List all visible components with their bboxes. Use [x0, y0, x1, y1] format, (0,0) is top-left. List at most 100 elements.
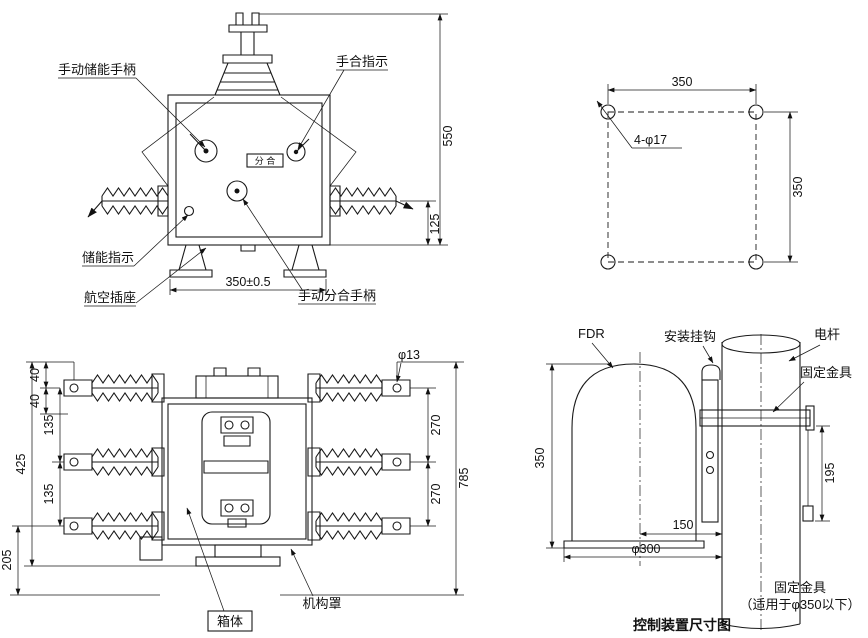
dim-425-label: 425 — [14, 454, 28, 475]
outline-view: 40 40 135 135 425 205 270 270 — [0, 348, 471, 632]
dim-195-label: 195 — [823, 463, 837, 484]
mounting-hole — [600, 104, 616, 120]
terminal-hole — [69, 383, 79, 393]
callout-fixing-clamp: 固定金具 — [772, 365, 852, 413]
dim-phi300-label: φ300 — [632, 542, 661, 556]
terminal-hole — [392, 383, 402, 393]
callout-hanging-hook: 安装挂钩 — [664, 329, 716, 364]
dim-pole-diameter: φ300 — [563, 542, 723, 562]
tank-outer — [167, 94, 331, 246]
dim-pattern-height-label: 350 — [791, 177, 805, 198]
dim-pattern-width-label: 350 — [672, 75, 693, 89]
dim-40a: 40 — [28, 361, 49, 389]
tank-outer — [161, 397, 313, 546]
callout-hanging-hook-text: 安装挂钩 — [664, 329, 716, 344]
top-terminal — [222, 12, 273, 64]
base-plate — [195, 556, 281, 567]
fdr-base — [563, 540, 705, 549]
terminal-hole — [392, 521, 402, 531]
mounting-hole — [748, 254, 764, 270]
note-hole-size-text: 4-φ17 — [634, 133, 667, 147]
dim-135a: 135 — [42, 387, 63, 463]
callout-device: FDR — [578, 326, 614, 369]
tank-inner — [175, 102, 323, 238]
dim-785: 785 — [453, 361, 471, 596]
dim-270a-label: 270 — [429, 415, 443, 436]
callout-aviation-socket: 航空插座 — [84, 247, 207, 307]
dim-overall-height: 550 — [259, 13, 455, 246]
callout-fixing-clamp-text: 固定金具 — [800, 365, 852, 380]
front-view: 分 合 550 125 350±0.5 手动储能手柄 手合指示 — [58, 12, 455, 307]
installation-view: 350 195 150 φ300 FDR 安装挂钩 电杆 — [533, 326, 861, 633]
extension-lines-right — [280, 361, 464, 596]
terminal-lead-right — [395, 200, 414, 210]
charge-indicator-lamp — [183, 205, 195, 217]
dim-270b-label: 270 — [429, 484, 443, 505]
top-box-ribs — [205, 376, 269, 398]
dim-135a-label: 135 — [42, 415, 56, 436]
dim-205-label: 205 — [0, 550, 14, 571]
dim-785-label: 785 — [457, 468, 471, 489]
close-indicator-handle — [286, 138, 310, 162]
bushing-right-bottom — [315, 512, 383, 540]
tank-inner — [167, 403, 307, 540]
position-indicator-panel: 分 合 — [246, 153, 284, 168]
dim-pattern-height: 350 — [764, 111, 805, 263]
dim-270a: 270 — [425, 387, 443, 463]
callout-close-indicator-text: 手合指示 — [336, 54, 388, 69]
dim-350-span-label: 350±0.5 — [225, 275, 270, 289]
callout-manual-open-close-handle: 手动分合手柄 — [242, 198, 376, 305]
top-insulator-cone — [214, 62, 281, 96]
door-bolt — [240, 420, 250, 430]
dim-125-label: 125 — [428, 214, 442, 235]
hole-centerlines — [607, 111, 757, 263]
fixing-clamp-band — [699, 405, 815, 522]
note-terminal-hole: φ13 — [395, 348, 420, 383]
support-braces — [141, 96, 357, 187]
dim-center-offset: 150 — [639, 518, 723, 537]
callout-device-text: FDR — [578, 326, 605, 341]
bushing-right-top — [315, 374, 383, 402]
dim-clamp-height: 195 — [815, 425, 837, 522]
fdr-body — [571, 363, 697, 541]
dim-pattern-width: 350 — [607, 75, 757, 104]
note-hole-size: 4-φ17 — [596, 100, 682, 149]
callout-tank-text: 箱体 — [217, 614, 243, 629]
dim-device-height: 350 — [533, 363, 610, 549]
callout-mechanism-cover-text: 机构罩 — [302, 596, 341, 611]
door-fittings — [203, 416, 269, 528]
dim-150-label: 150 — [673, 518, 694, 532]
dim-425: 425 — [14, 361, 35, 567]
door-bolt — [224, 503, 234, 513]
terminal-hole — [69, 457, 79, 467]
mechanism-door — [201, 411, 271, 525]
dim-foot-span: 350±0.5 — [169, 275, 327, 295]
bushing-right-mid — [315, 448, 383, 476]
dim-40b: 40 — [28, 387, 49, 415]
charge-handle — [189, 133, 218, 163]
callout-tank: 箱体 — [186, 507, 253, 632]
dim-40a-label: 40 — [28, 368, 42, 382]
pedestal — [214, 544, 262, 558]
hanging-hook-bracket — [701, 364, 721, 523]
note-terminal-hole-text: φ13 — [398, 348, 420, 362]
bushing-left-mid — [91, 448, 159, 476]
callout-aviation-socket-text: 航空插座 — [84, 290, 136, 305]
mounting-feet — [169, 244, 327, 278]
door-bolt — [240, 503, 250, 513]
mounting-hole-pattern: 350 350 4-φ17 — [596, 75, 805, 270]
drawing-caption: 控制装置尺寸图 — [633, 617, 731, 633]
note-clamp-line2: （适用于φ350以下） — [739, 597, 860, 612]
callout-manual-charge-handle: 手动储能手柄 — [58, 62, 206, 148]
callout-charge-indicator: 储能指示 — [82, 214, 189, 267]
top-bolts — [213, 367, 261, 377]
dim-270b: 270 — [425, 461, 443, 527]
dim-205: 205 — [0, 525, 21, 596]
dim-135b: 135 — [42, 461, 63, 527]
callout-manual-open-close-handle-text: 手动分合手柄 — [298, 288, 376, 303]
dim-40b-label: 40 — [28, 394, 42, 408]
bushing-flanges — [157, 185, 341, 217]
terminal-lead-left — [87, 200, 103, 218]
terminal-hole — [69, 521, 79, 531]
